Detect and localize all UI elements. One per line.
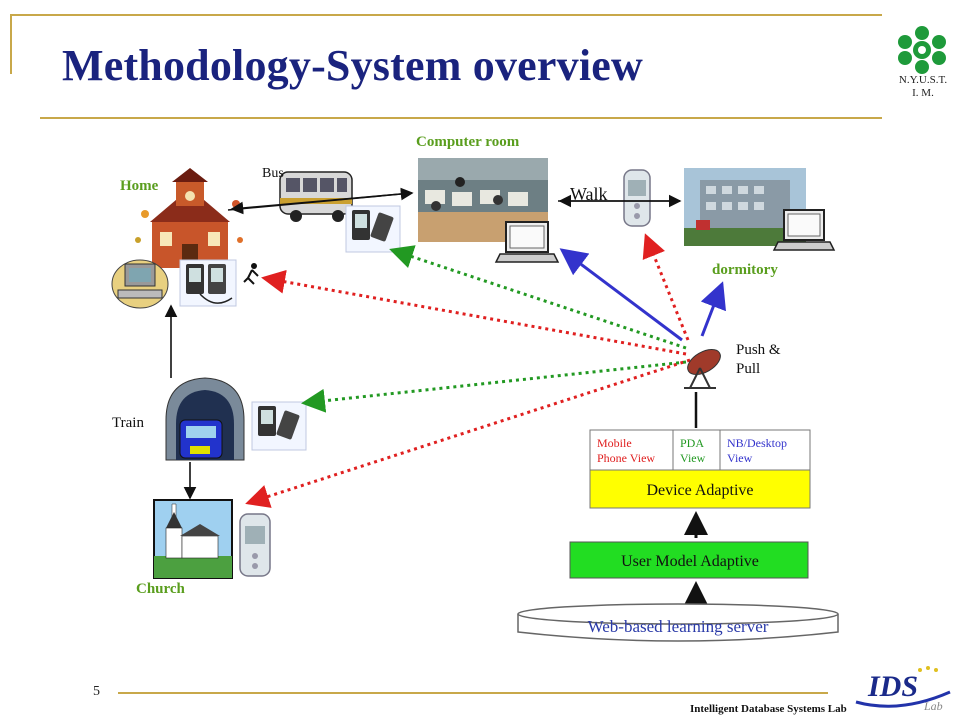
- user-model-adaptive-label: User Model Adaptive: [621, 553, 759, 570]
- push-to-computer-room-arrow: [559, 248, 683, 342]
- push-to-walk-phone-arrow: [642, 233, 690, 341]
- push-to-dormitory-arrow: [700, 281, 726, 337]
- user-model-adaptive-box: [569, 541, 809, 579]
- ids-logo-sub: Lab: [923, 699, 943, 713]
- dormitory-photo: [684, 168, 806, 246]
- bus-label: Bus: [262, 166, 284, 181]
- university-logo-icon: [898, 26, 946, 74]
- ids-lab-logo-icon: IDS Lab: [855, 666, 951, 713]
- footer-line: [118, 692, 828, 694]
- push-to-train-arrow: [301, 360, 687, 413]
- pda-view-label-line-1: PDA: [680, 436, 704, 450]
- mobile-view-label-line-1: Mobile: [597, 436, 632, 450]
- title-separator: [40, 117, 882, 119]
- church-label: Church: [136, 581, 186, 597]
- logo-line-2: I. M.: [912, 87, 934, 99]
- push-pull-label-line-2: Pull: [736, 361, 760, 377]
- server-label: Web-based learning server: [588, 617, 769, 636]
- device-adaptive-box: [589, 469, 811, 509]
- home-computer-illustration: [111, 259, 169, 309]
- push-to-home-arrow: [261, 269, 687, 356]
- dormitory-label: dormitory: [712, 262, 778, 278]
- running-figure-icon: [243, 263, 259, 285]
- logo-line-1: N.Y.U.S.T.: [898, 74, 948, 86]
- push-pull-label-line-1: Push &: [736, 342, 781, 358]
- page-number: 5: [93, 684, 100, 699]
- home-pda-illustration: [179, 259, 237, 307]
- bus-pda-illustration: [345, 205, 401, 253]
- pda-view-label-line-2: View: [680, 451, 706, 465]
- frame-left-line: [10, 14, 12, 74]
- walk-phone-illustration: [623, 169, 651, 227]
- computer-room-laptop-icon: [494, 221, 560, 263]
- computer-room-label: Computer room: [416, 134, 520, 150]
- dormitory-laptop-icon: [772, 209, 836, 251]
- computer-room-to-home-arrow: [230, 192, 413, 215]
- lab-name: Intelligent Database Systems Lab: [690, 703, 847, 715]
- train-pda-illustration: [251, 401, 307, 451]
- walk-label: Walk: [570, 184, 608, 204]
- ids-logo-text: IDS: [867, 670, 918, 703]
- device-adaptive-label: Device Adaptive: [646, 482, 753, 499]
- church-illustration: [153, 499, 233, 579]
- nb-view-label-line-1: NB/Desktop: [727, 436, 787, 450]
- web-server-cylinder: [517, 603, 839, 642]
- push-to-church-arrow: [245, 358, 691, 508]
- train-label: Train: [112, 415, 144, 431]
- push-to-bus-arrow: [389, 245, 687, 350]
- device-views-box: [589, 429, 811, 471]
- church-phone-illustration: [239, 513, 271, 577]
- nb-view-label-line-2: View: [727, 451, 753, 465]
- university-logo-label: N.Y.U.S.T. I. M.: [888, 74, 958, 100]
- satellite-dish-icon: [684, 349, 721, 389]
- frame-top-line: [10, 14, 882, 16]
- train-illustration: [165, 377, 245, 461]
- mobile-view-label-line-2: Phone View: [597, 451, 655, 465]
- slide-title: Methodology-System overview: [62, 41, 643, 90]
- home-label: Home: [120, 178, 159, 194]
- bus-illustration: [279, 171, 353, 222]
